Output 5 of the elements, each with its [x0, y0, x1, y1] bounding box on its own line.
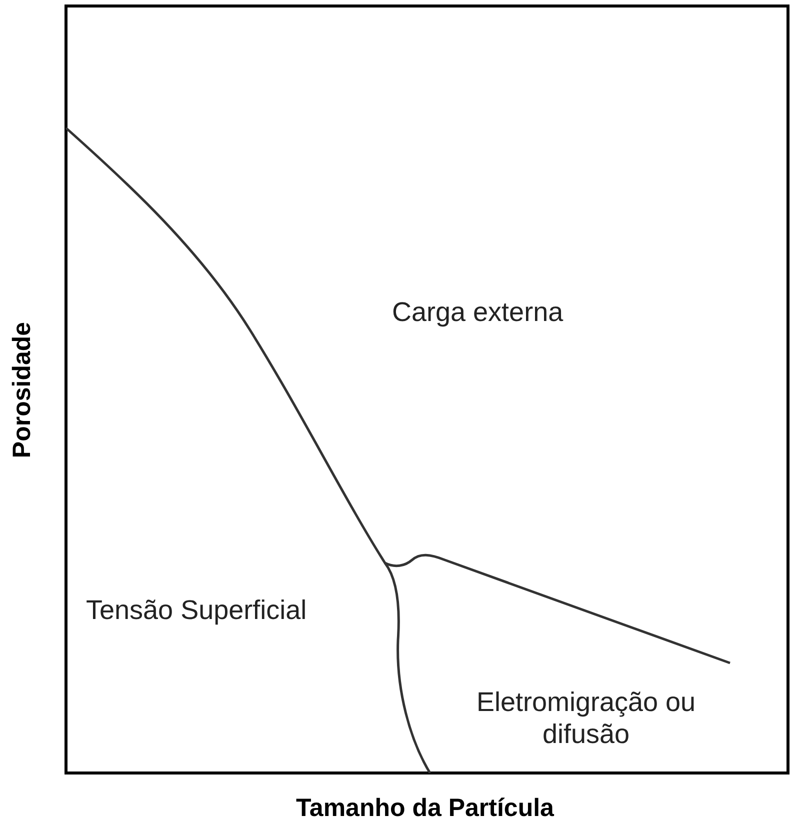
- region-label: Tensão Superficial: [86, 594, 307, 626]
- region-label: Carga externa: [392, 296, 564, 328]
- region-label: Eletromigração ou difusão: [475, 686, 697, 750]
- axis-title: Porosidade: [7, 322, 38, 458]
- axis-title: Tamanho da Partícula: [296, 793, 554, 824]
